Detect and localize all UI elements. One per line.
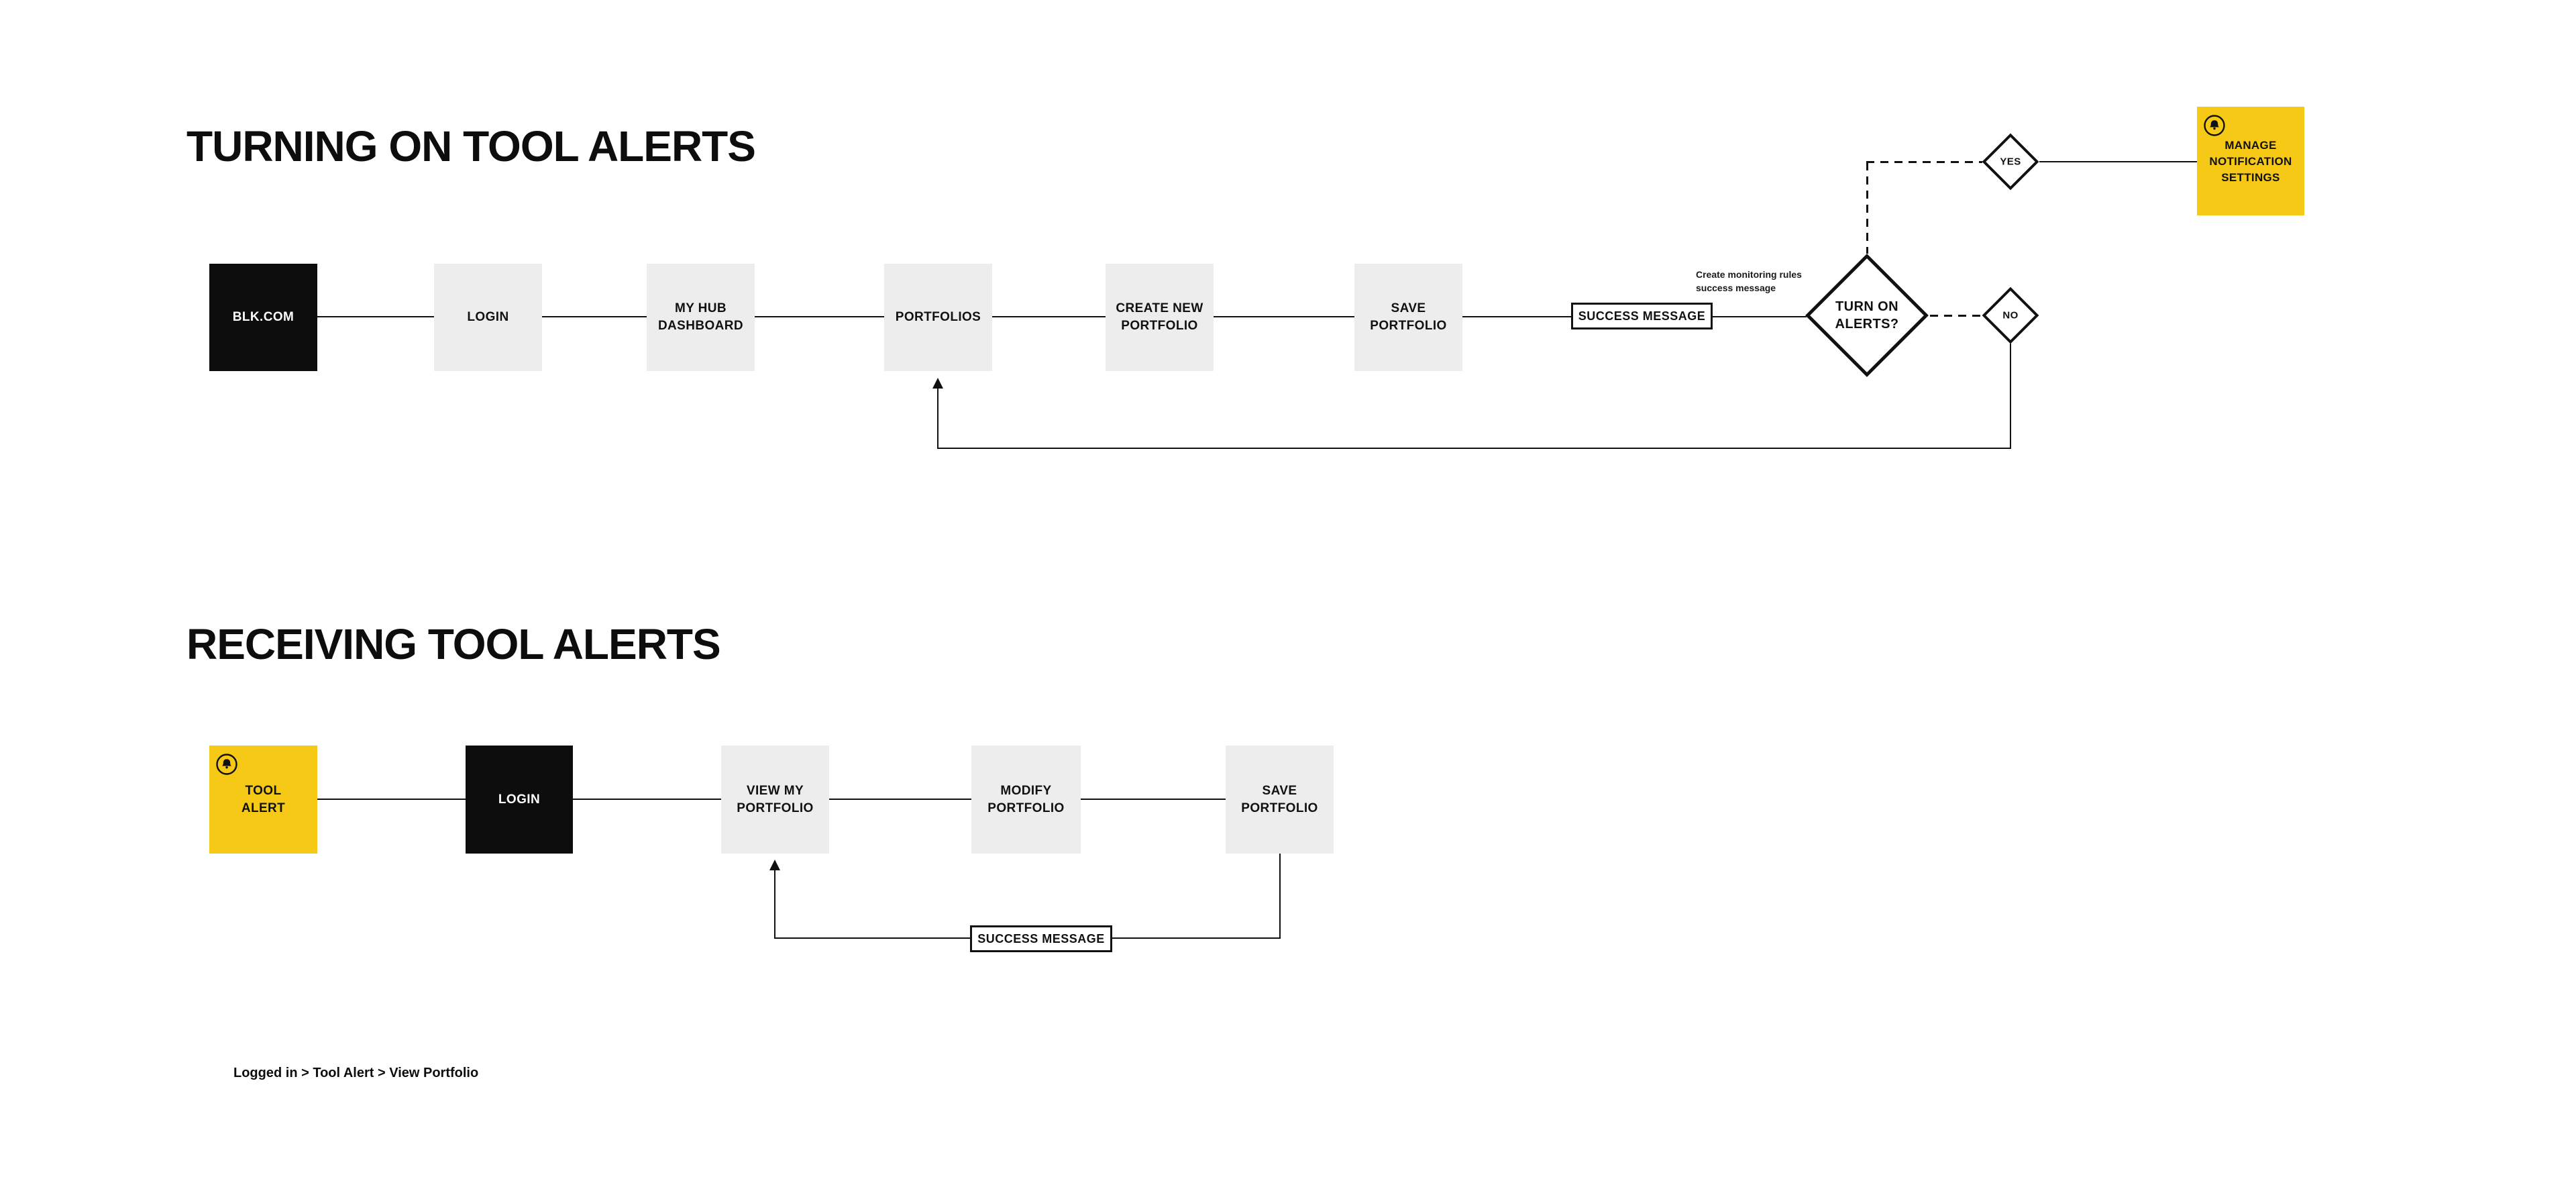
loop2-line-down <box>1279 854 1281 939</box>
node-manage-notification-settings: MANAGE NOTIFICATION SETTINGS <box>2197 107 2304 215</box>
flow1-title: TURNING ON TOOL ALERTS <box>186 122 756 170</box>
node-my-hub-dashboard-label: MY HUB DASHBOARD <box>657 301 744 333</box>
node-save-portfolio-1: SAVE PORTFOLIO <box>1354 264 1462 371</box>
dashed-connector-no <box>1930 315 1982 317</box>
node-modify-portfolio: MODIFY PORTFOLIO <box>971 746 1081 854</box>
node-create-new-portfolio-label: CREATE NEW PORTFOLIO <box>1116 301 1203 333</box>
connector <box>1214 316 1354 317</box>
success-message-2-label: SUCCESS MESSAGE <box>977 931 1105 945</box>
connector <box>755 316 884 317</box>
connector <box>1462 316 1571 317</box>
connector <box>829 799 971 800</box>
bell-icon <box>2204 115 2225 136</box>
connector <box>992 316 1106 317</box>
node-modify-portfolio-label: MODIFY PORTFOLIO <box>987 783 1065 815</box>
yes-label: YES <box>2000 156 2021 168</box>
breadcrumb: Logged in > Tool Alert > View Portfolio <box>233 1066 479 1080</box>
node-portfolios: PORTFOLIOS <box>884 264 992 371</box>
node-login-2-label: LOGIN <box>498 792 541 807</box>
connector <box>2039 161 2197 162</box>
success-message-1-label: SUCCESS MESSAGE <box>1578 309 1706 323</box>
bell-icon <box>216 754 237 775</box>
flow2-title: RECEIVING TOOL ALERTS <box>186 620 721 668</box>
node-view-my-portfolio-label: VIEW MY PORTFOLIO <box>737 783 814 815</box>
success-message-box-2: SUCCESS MESSAGE <box>970 925 1112 952</box>
annotation-create-monitoring-rules: Create monitoring rules success message <box>1696 269 1802 293</box>
loop2-line-right <box>1112 937 1281 939</box>
node-tool-alert-label: TOOL ALERT <box>241 783 286 815</box>
loop-line-down <box>2010 344 2011 449</box>
node-login-1-label: LOGIN <box>467 310 509 325</box>
node-save-portfolio-1-label: SAVE PORTFOLIO <box>1370 301 1447 333</box>
node-save-portfolio-2: SAVE PORTFOLIO <box>1226 746 1334 854</box>
connector <box>1081 799 1226 800</box>
node-manage-notification-settings-label: MANAGE NOTIFICATION SETTINGS <box>2209 139 2292 184</box>
success-message-box-1: SUCCESS MESSAGE <box>1571 303 1713 329</box>
connector <box>542 316 647 317</box>
connector <box>317 799 466 800</box>
node-create-new-portfolio: CREATE NEW PORTFOLIO <box>1106 264 1214 371</box>
node-tool-alert: TOOL ALERT <box>209 746 317 854</box>
node-login-1: LOGIN <box>434 264 542 371</box>
dashed-connector-yes-vertical <box>1866 162 1868 254</box>
arrowhead-to-view-my-portfolio <box>769 860 780 870</box>
loop2-line-left <box>775 937 970 939</box>
node-view-my-portfolio: VIEW MY PORTFOLIO <box>721 746 829 854</box>
loop2-line-up <box>774 870 775 939</box>
loop-line-up <box>937 389 938 449</box>
node-blkcom: BLK.COM <box>209 264 317 371</box>
dashed-connector-yes-horizontal <box>1866 161 1982 163</box>
node-blkcom-label: BLK.COM <box>232 310 294 325</box>
node-my-hub-dashboard: MY HUB DASHBOARD <box>647 264 755 371</box>
node-portfolios-label: PORTFOLIOS <box>895 310 981 325</box>
decision-turn-on-alerts-label: TURN ON ALERTS? <box>1835 299 1899 331</box>
loop-line-horizontal <box>937 448 2011 449</box>
node-save-portfolio-2-label: SAVE PORTFOLIO <box>1241 783 1318 815</box>
connector <box>1713 316 1807 317</box>
connector <box>317 316 434 317</box>
arrowhead-to-portfolios <box>932 378 943 389</box>
node-login-2: LOGIN <box>466 746 573 854</box>
connector <box>573 799 721 800</box>
no-label: NO <box>2002 309 2019 321</box>
